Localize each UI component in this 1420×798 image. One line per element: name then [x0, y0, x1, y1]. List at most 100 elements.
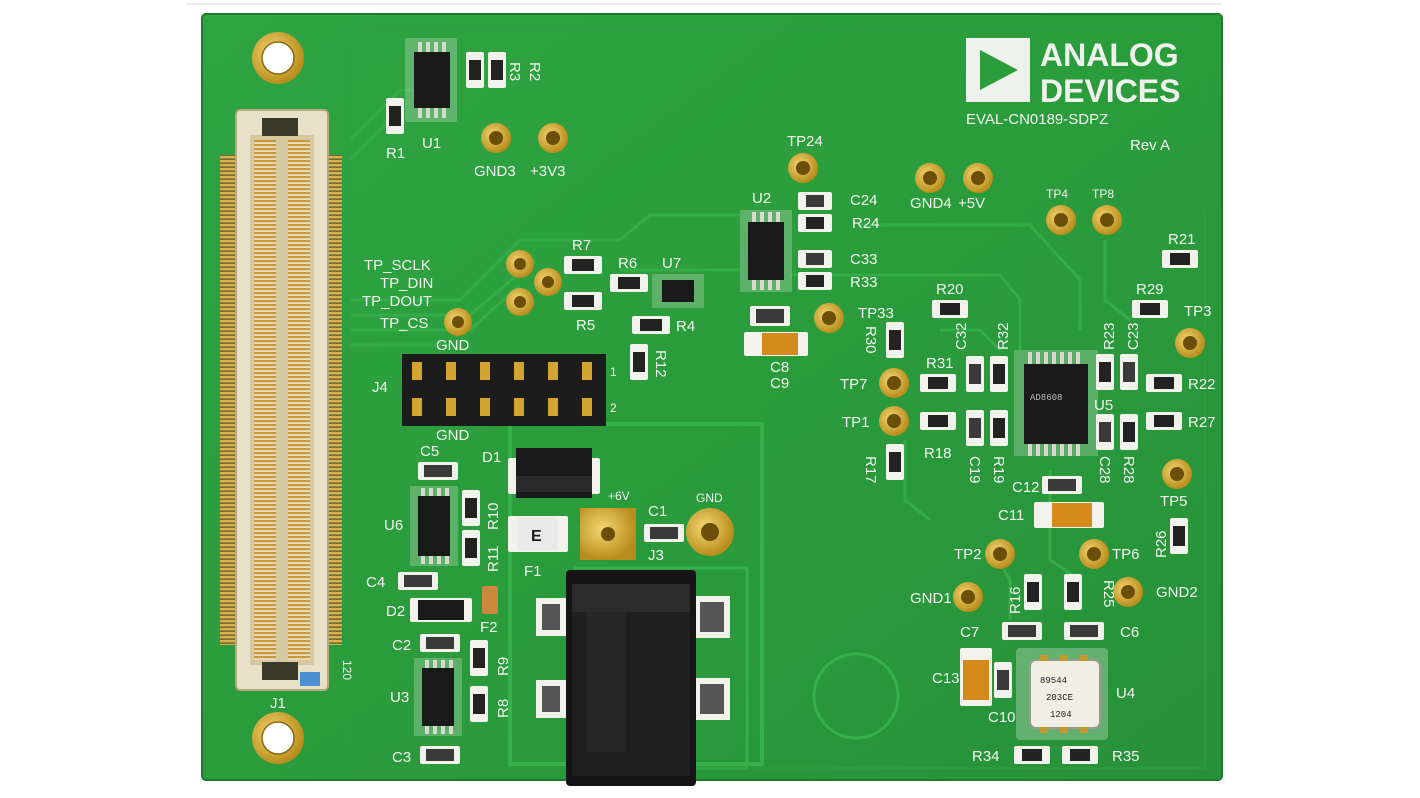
- c33-capacitor: [798, 250, 832, 268]
- c13-capacitor: [960, 648, 992, 706]
- c10-capacitor: [994, 662, 1012, 698]
- f1-marking: E: [531, 528, 542, 545]
- r34-resistor: [1014, 746, 1050, 764]
- r12-label: R12: [652, 350, 669, 378]
- r23-label: R23: [1101, 322, 1118, 350]
- r33-resistor: [798, 272, 832, 290]
- r16-resistor: [1024, 574, 1042, 610]
- board-revision: Rev A: [1130, 137, 1170, 154]
- r16-label: R16: [1007, 586, 1024, 614]
- tp6-label: TP6: [1112, 546, 1140, 563]
- r2-label: R2: [526, 62, 543, 81]
- c28-capacitor: [1096, 414, 1114, 450]
- f1-label: F1: [524, 563, 542, 580]
- r26-label: R26: [1153, 530, 1170, 558]
- c19-capacitor: [966, 410, 984, 446]
- u4-marking-3: 1204: [1050, 710, 1072, 720]
- brand-line2: DEVICES: [1040, 73, 1180, 109]
- c2-label: C2: [392, 637, 411, 654]
- v5-label: +5V: [958, 195, 985, 212]
- d1-diode: [508, 448, 600, 498]
- r32-label: R32: [995, 322, 1012, 350]
- dc-barrel-jack: [536, 570, 730, 786]
- r34-label: R34: [972, 748, 1000, 765]
- tp1-label: TP1: [842, 414, 870, 431]
- r29-resistor: [1132, 300, 1168, 318]
- c24-capacitor: [798, 192, 832, 210]
- r11-label: R11: [485, 546, 502, 572]
- u1-chip: [405, 38, 457, 122]
- r18-label: R18: [924, 445, 952, 462]
- r25-label: R25: [1100, 580, 1117, 608]
- c5-label: C5: [420, 443, 439, 460]
- tp5-label: TP5: [1160, 493, 1188, 510]
- tp-sclk-label: TP_SCLK: [364, 257, 431, 274]
- u5-label: U5: [1094, 397, 1113, 414]
- c28-label: C28: [1096, 456, 1113, 484]
- d1-label: D1: [482, 449, 501, 466]
- faint-silk-circle: [812, 652, 900, 740]
- r25-resistor: [1064, 574, 1082, 610]
- tp-din-label: TP_DIN: [380, 275, 433, 292]
- r4-label: R4: [676, 318, 695, 335]
- c7-label: C7: [960, 624, 979, 641]
- brand-line1: ANALOG: [1040, 37, 1179, 73]
- j1-pin120-label: 120: [340, 660, 354, 680]
- c2-capacitor: [420, 634, 460, 652]
- d2-diode: [410, 598, 472, 622]
- r22-label: R22: [1188, 376, 1216, 393]
- r23-resistor: [1096, 354, 1114, 390]
- u4-label: U4: [1116, 685, 1135, 702]
- u7-label: U7: [662, 255, 681, 272]
- board-name: EVAL-CN0189-SDPZ: [966, 111, 1108, 128]
- r30-resistor: [886, 322, 904, 358]
- r27-label: R27: [1188, 414, 1216, 431]
- tp3-label: TP3: [1184, 303, 1212, 320]
- r7-resistor: [564, 256, 602, 274]
- u1-label: U1: [422, 135, 441, 152]
- r8-resistor: [470, 686, 488, 722]
- c10-label: C10: [988, 709, 1016, 726]
- c32-capacitor: [966, 356, 984, 392]
- r22-resistor: [1146, 374, 1182, 392]
- r3-label: R3: [506, 62, 523, 81]
- gnd-pad-label: GND: [696, 491, 723, 505]
- u2-chip: [740, 210, 792, 292]
- c9-label: C9: [770, 375, 789, 392]
- r19-label: R19: [990, 456, 1007, 484]
- f2-label: F2: [480, 619, 498, 636]
- r24-resistor: [798, 214, 832, 232]
- c4-capacitor: [398, 572, 438, 590]
- c32-label: C32: [953, 322, 970, 350]
- j4-pin2-label: 2: [610, 401, 617, 415]
- u3-chip: [414, 658, 462, 736]
- tp24-label: TP24: [787, 133, 823, 150]
- u6-chip: [410, 486, 458, 566]
- r9-resistor: [470, 640, 488, 676]
- r20-resistor: [932, 300, 968, 318]
- r18-resistor: [920, 412, 956, 430]
- tp4-label: TP4: [1046, 187, 1068, 201]
- r9-label: R9: [495, 657, 512, 676]
- tp33-label: TP33: [858, 305, 894, 322]
- c24-label: C24: [850, 192, 878, 209]
- f2-fuse: [482, 586, 498, 614]
- tp-cs-label: TP_CS: [380, 315, 428, 332]
- u2-label: U2: [752, 190, 771, 207]
- r26-resistor: [1170, 518, 1188, 554]
- r11-resistor: [462, 530, 480, 566]
- c12-capacitor: [1042, 476, 1082, 494]
- v6-label: +6V: [608, 489, 630, 503]
- r7-label: R7: [572, 237, 591, 254]
- c3-label: C3: [392, 749, 411, 766]
- j1-label: J1: [270, 695, 286, 712]
- r10-resistor: [462, 490, 480, 526]
- c8-label: C8: [770, 359, 789, 376]
- r35-label: R35: [1112, 748, 1140, 765]
- c12-label: C12: [1012, 479, 1040, 496]
- j4-top-gnd-label: GND: [436, 337, 470, 354]
- r31-label: R31: [926, 355, 954, 372]
- u4-marking-1: 89544: [1040, 676, 1067, 686]
- r27-resistor: [1146, 412, 1182, 430]
